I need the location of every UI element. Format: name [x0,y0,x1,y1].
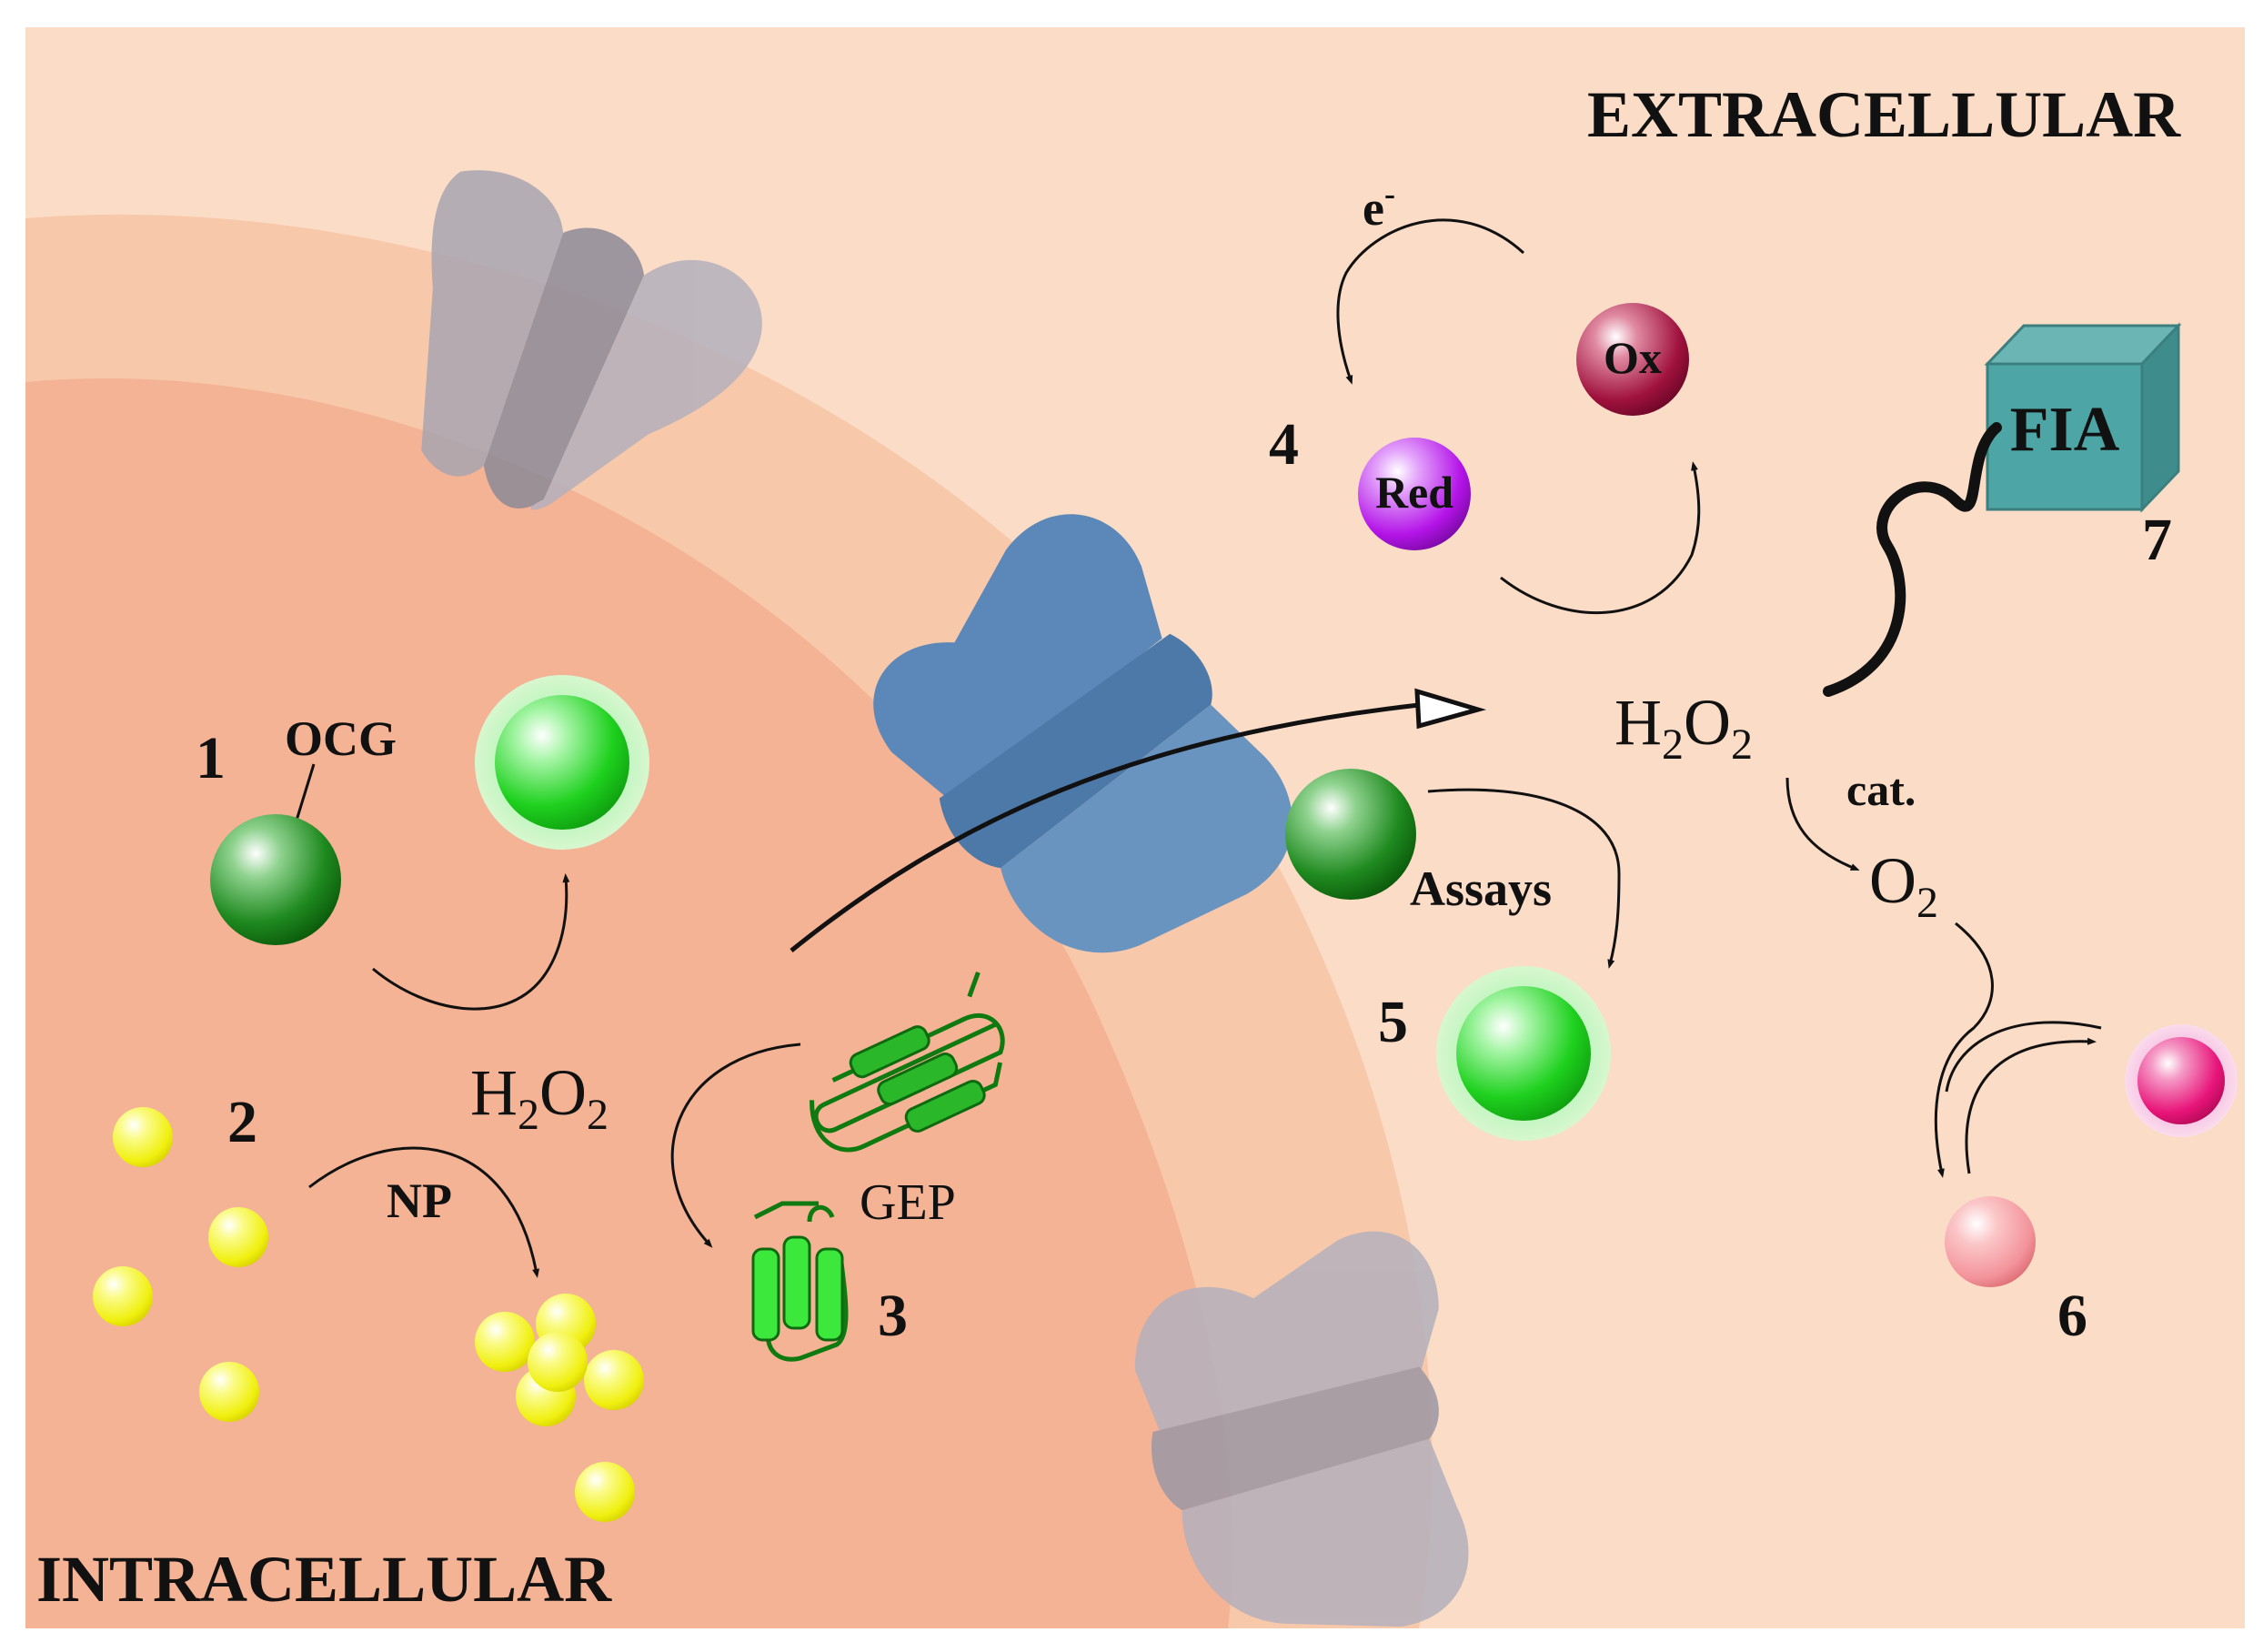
oxidized-species [1576,303,1689,416]
fia-connection-tube [1823,422,2002,697]
gep-protein-folded [810,972,1005,1153]
step-7-number: 7 [2142,507,2172,573]
pink-probe [2137,1037,2225,1124]
np-label: NP [387,1174,452,1228]
ox-label: Ox [1604,332,1662,383]
gep-label: GEP [860,1174,956,1231]
export-arrowhead [1414,688,1487,730]
nanoparticles-aggregated [475,1294,644,1522]
extracellular-label: EXTRACELLULAR [1587,78,2181,151]
oxidation-arrow [1500,461,1701,615]
ocg-reaction-arrow [372,873,570,1011]
step-2-number: 2 [227,1089,257,1155]
catalase-label: cat. [1846,764,1916,815]
nanoparticles-dispersed [93,1107,268,1422]
ocg-probe-bright [495,695,629,830]
ocg-pointer [294,763,316,824]
membrane-channel-blue[interactable] [828,481,1323,1013]
red-label: Red [1375,467,1453,518]
export-arrow [790,702,1420,952]
step-5-number: 5 [1378,989,1408,1055]
membrane-channel-top [421,170,762,510]
ocg-label: OCG [285,711,397,766]
h2o2-intracellular: H2O2 [470,1056,608,1139]
ocg-probe-dark [210,814,341,945]
assays-label: Assays [1410,861,1552,916]
assay-probe-dark [1285,769,1416,900]
catalase-arrow [1785,777,1860,871]
fia-device [1984,322,2182,513]
electron-label: e- [1363,176,1395,236]
probe-conversion-arrow-1 [1945,1021,2102,1093]
np-reaction-arrow [308,1146,540,1278]
gep-protein-unfolded [751,1201,849,1362]
gep-reaction-arrow [670,1043,801,1248]
reduced-species [1358,438,1471,550]
probe-conversion-arrow-2 [1965,1037,2097,1174]
membrane-channel-bottom [1134,1231,1469,1627]
h2o2-extracellular: H2O2 [1614,686,1753,769]
step-6-number: 6 [2057,1283,2087,1349]
assay-reaction-arrow [1427,788,1621,969]
electron-transfer-arrow [1336,218,1525,385]
step-1-number: 1 [196,725,226,791]
step-3-number: 3 [878,1283,908,1349]
o2-label: O2 [1869,844,1938,927]
step-4-number: 4 [1269,411,1299,478]
o2-to-probe-arrow [1934,922,1994,1178]
fia-label: FIA [2010,395,2120,465]
salmon-probe [1945,1196,2036,1287]
cytoplasm-region [25,378,1232,1629]
intracellular-label: INTRACELLULAR [36,1543,612,1616]
assay-probe-bright [1456,986,1591,1121]
